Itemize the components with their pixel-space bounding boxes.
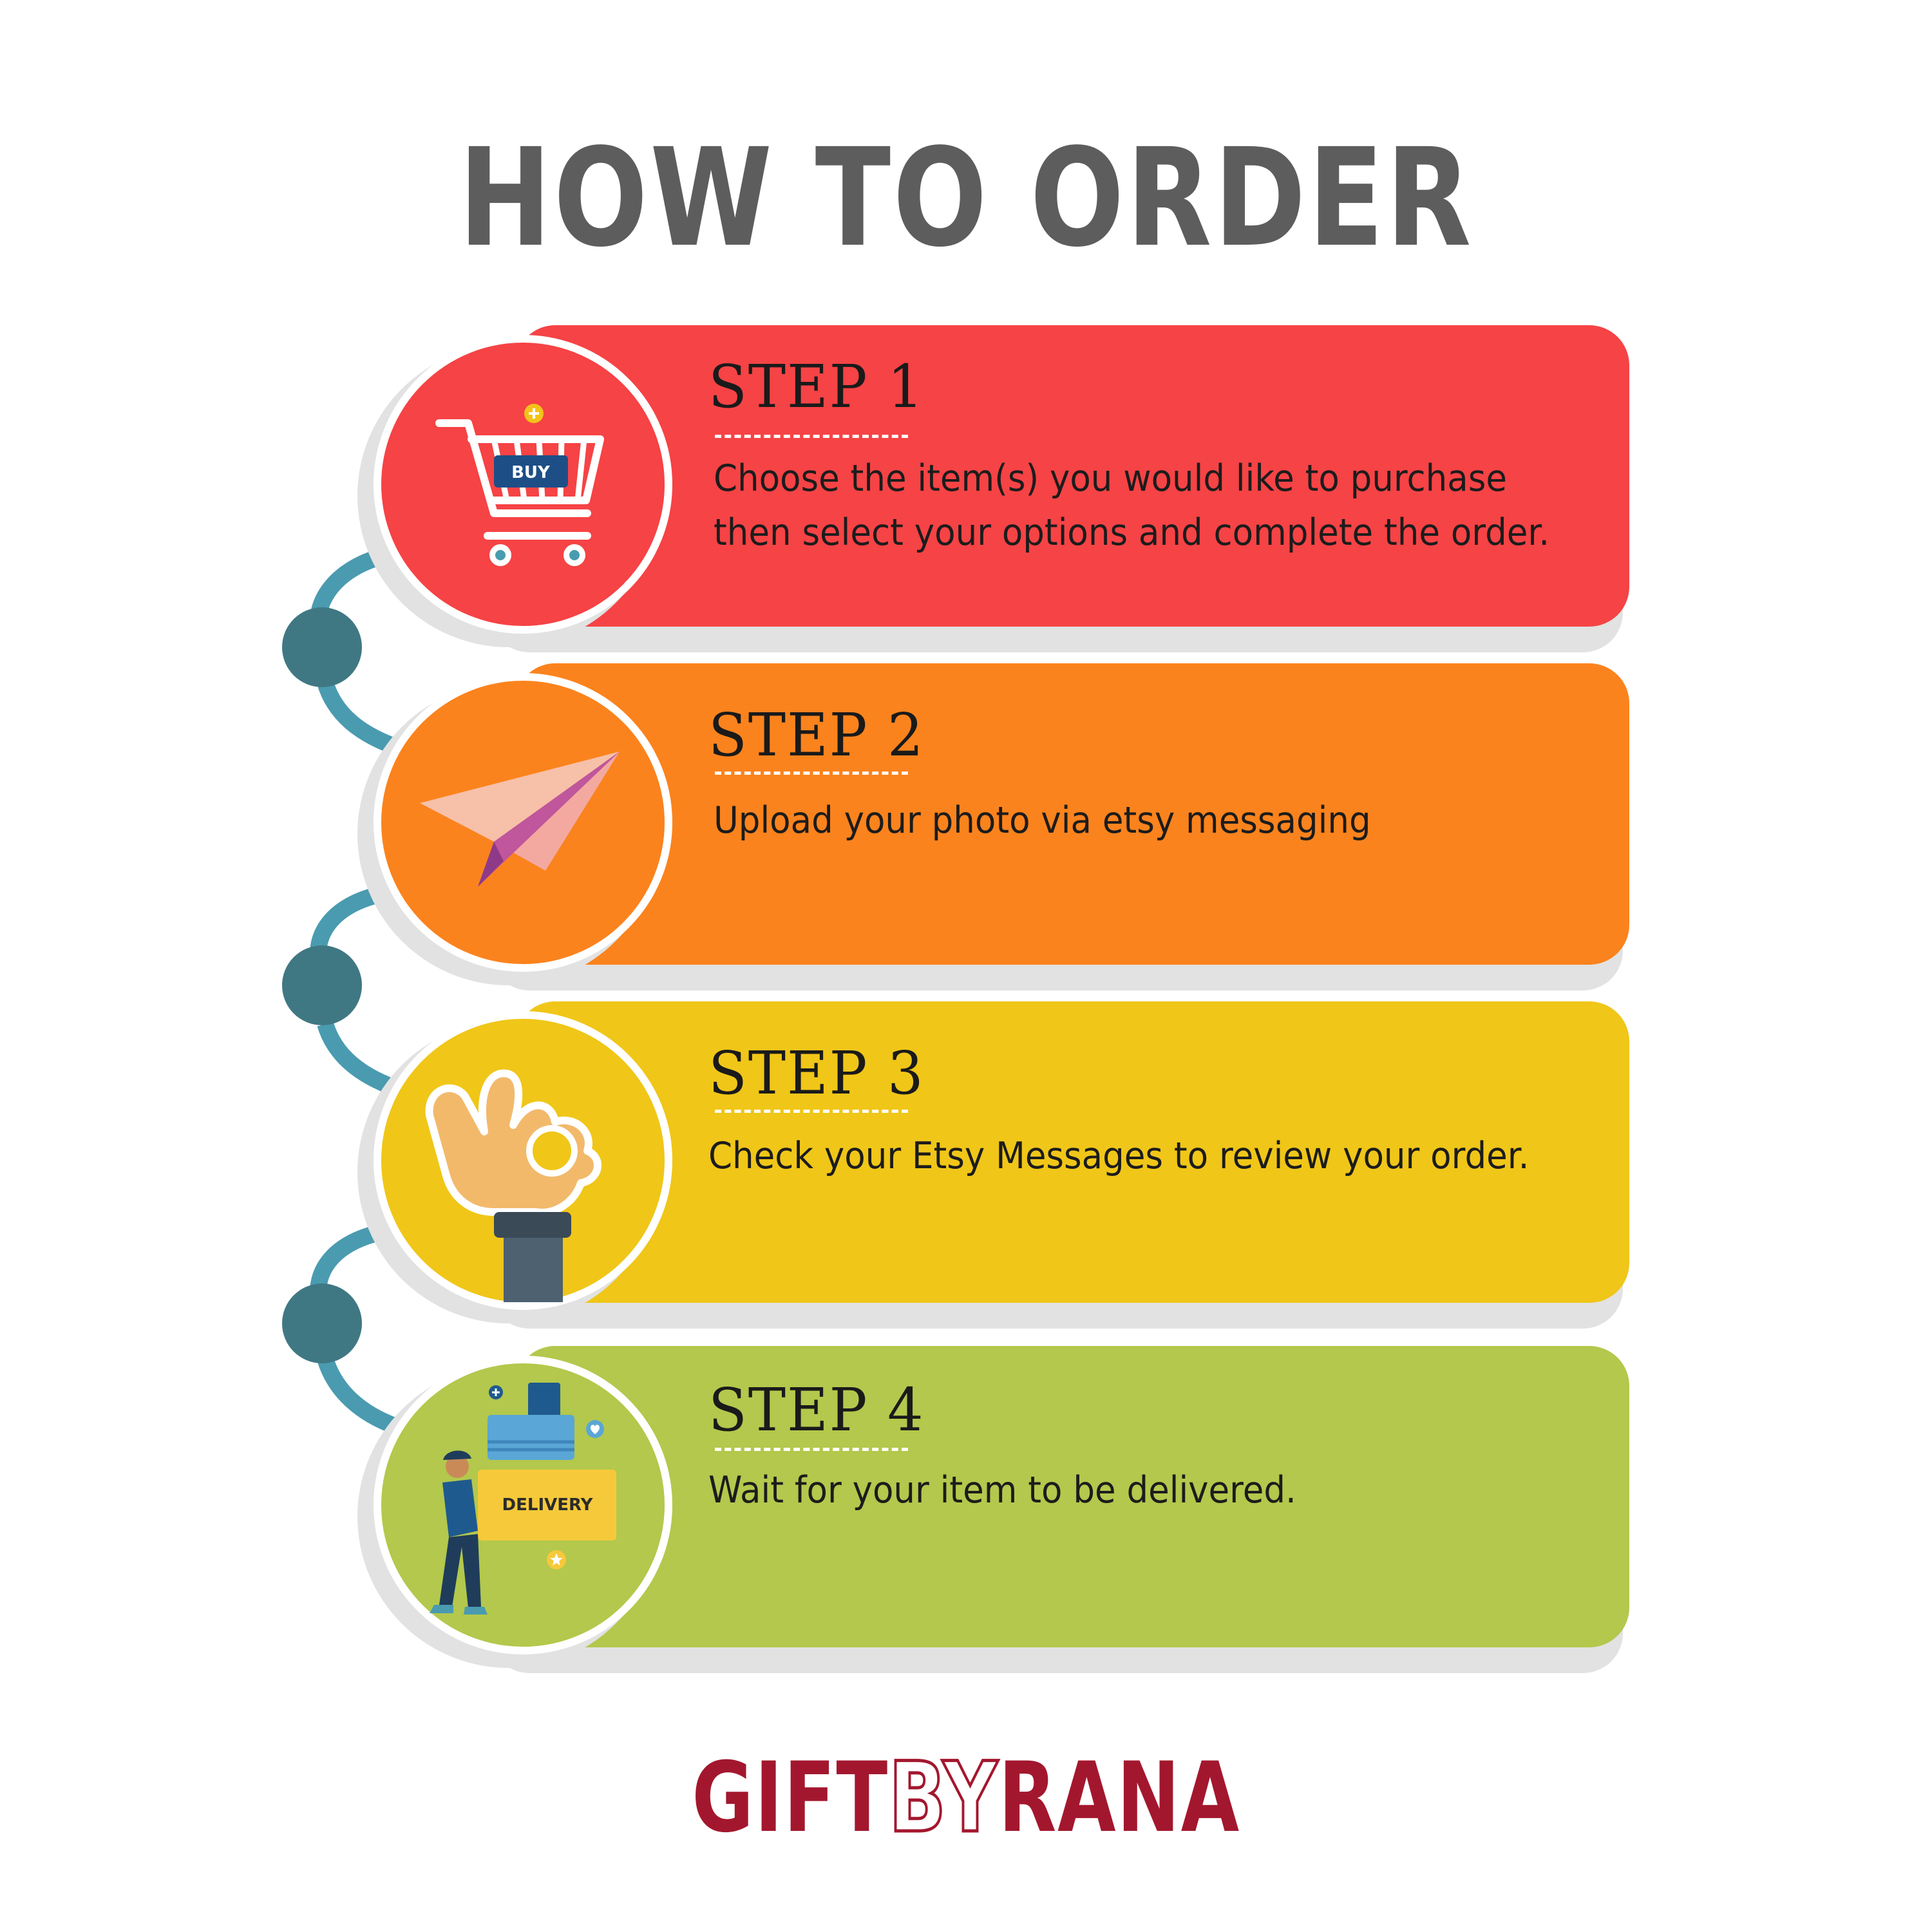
connector-arc <box>317 1021 399 1097</box>
step-1-card: BUY STEP 1 Choose the item(s) you would … <box>0 325 1932 660</box>
brand-part-gift: GIFT <box>692 1742 889 1854</box>
step-1-text-line-1: Choose the item(s) you would like to pur… <box>714 457 1508 500</box>
step-4-title: STEP 4 <box>708 1376 925 1444</box>
step-1-divider <box>715 435 908 438</box>
step-4-divider <box>715 1448 908 1451</box>
brand-logo: GIFTBYRANA <box>213 1741 1719 1856</box>
page-title: HOW TO ORDER <box>459 119 1473 277</box>
step-2-text-line-1: Upload your photo via etsy messaging <box>714 799 1371 842</box>
paper-plane-icon <box>420 752 620 887</box>
connector-arc <box>317 679 399 755</box>
step-1-icon-circle: BUY <box>374 335 672 634</box>
step-3-card: STEP 3 Check your Etsy Messages to revie… <box>0 1001 1932 1336</box>
step-4-card: DELIVERY STEP 4 Wait for your item to be… <box>0 1346 1932 1681</box>
step-3-divider <box>715 1110 908 1113</box>
step-2-title: STEP 2 <box>708 701 925 770</box>
step-3-title: STEP 3 <box>708 1039 925 1108</box>
step-2-banner <box>515 663 1629 965</box>
step-2-card: STEP 2 Upload your photo via etsy messag… <box>0 663 1932 998</box>
step-2-divider <box>715 772 908 775</box>
step-3-icon-circle <box>374 1011 672 1310</box>
ok-hand-icon <box>425 1069 601 1302</box>
buy-label: BUY <box>511 463 551 482</box>
timeline-node <box>282 945 362 1025</box>
step-1-text-line-2: then select your options and complete th… <box>714 511 1550 554</box>
step-4-icon-circle: DELIVERY <box>374 1356 672 1654</box>
delivery-person-icon: DELIVERY <box>430 1383 616 1615</box>
step-4-banner <box>515 1346 1629 1647</box>
step-3-banner <box>515 1001 1629 1303</box>
step-1-title: STEP 1 <box>708 352 925 421</box>
brand-part-by: BY <box>887 1741 999 1856</box>
step-2-icon-circle <box>374 673 672 972</box>
step-1-banner <box>515 325 1629 627</box>
delivery-label: DELIVERY <box>502 1495 594 1515</box>
connector-arc <box>317 1356 399 1435</box>
timeline-node <box>282 1283 362 1363</box>
timeline-node <box>282 607 362 687</box>
shopping-cart-icon: BUY <box>435 404 604 566</box>
brand-part-rana: RANA <box>998 1742 1240 1854</box>
step-4-text-line-1: Wait for your item to be delivered. <box>708 1469 1296 1511</box>
step-3-text-line-1: Check your Etsy Messages to review your … <box>708 1135 1530 1177</box>
